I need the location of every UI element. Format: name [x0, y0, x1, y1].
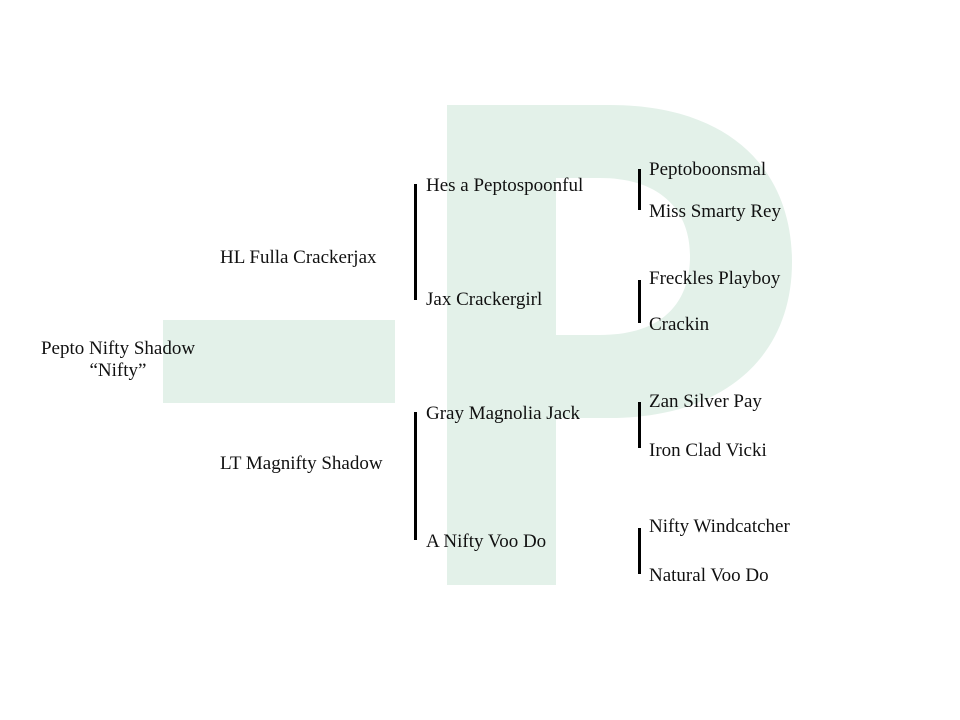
great-grandparent-name: Peptoboonsmal: [649, 159, 767, 180]
bracket-line: [638, 169, 641, 210]
grandparent-name: Jax Crackergirl: [426, 289, 543, 310]
dam-name: LT Magnifty Shadow: [220, 453, 383, 474]
great-grandparent-name: Nifty Windcatcher: [649, 516, 790, 537]
great-grandparent-name: Zan Silver Pay: [649, 391, 762, 412]
grandparent-name: Gray Magnolia Jack: [426, 403, 581, 424]
bracket-line: [638, 280, 641, 323]
grandparent-name: A Nifty Voo Do: [426, 531, 547, 552]
sire-name: HL Fulla Crackerjax: [220, 247, 377, 268]
great-grandparent-name: Miss Smarty Rey: [649, 201, 781, 222]
bracket-line: [638, 402, 641, 448]
great-grandparent-name: Iron Clad Vicki: [649, 440, 767, 461]
sire-bracket-line: [414, 184, 417, 300]
great-grandparent-name: Crackin: [649, 314, 710, 335]
bracket-line: [638, 528, 641, 574]
horse-nickname: “Nifty”: [89, 360, 147, 381]
dam-bracket-line: [414, 412, 417, 540]
horse-name: Pepto Nifty Shadow: [40, 338, 196, 359]
great-grandparent-name: Natural Voo Do: [649, 565, 769, 586]
great-grandparent-name: Freckles Playboy: [649, 268, 781, 289]
grandparent-name: Hes a Peptospoonful: [426, 175, 584, 196]
horse-name-block: Pepto Nifty Shadow “Nifty”: [20, 338, 216, 382]
